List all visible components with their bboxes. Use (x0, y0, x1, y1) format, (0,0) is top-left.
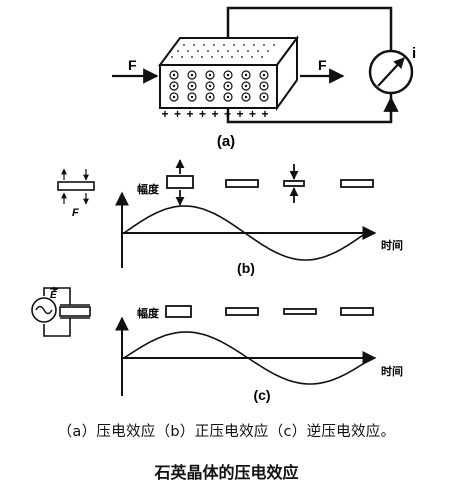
charge-circle-center (190, 84, 194, 88)
charge-dot (221, 56, 223, 58)
crystal-state-c3 (283, 308, 317, 315)
figure-title: 石英晶体的压电效应 (154, 463, 299, 482)
field-label: E (50, 290, 57, 301)
charge-dot (261, 56, 263, 58)
charge-circle-center (262, 73, 266, 77)
charge-dot (267, 50, 269, 52)
force-label-left: F (128, 57, 137, 73)
charge-dot (181, 56, 183, 58)
panel-a-label: (a) (217, 133, 235, 150)
panel-c: E 幅度 时间 (c) (31, 286, 403, 403)
figure-caption: （a）压电效应（b）正压电效应（c）逆压电效应。 (57, 424, 396, 440)
charge-dot (253, 44, 255, 46)
crystal-state-c4 (340, 307, 374, 316)
sine-wave-c (123, 331, 373, 385)
y-axis-label-b: 幅度 (137, 182, 160, 196)
charge-dot (201, 56, 203, 58)
crystal-state-c2 (225, 307, 259, 316)
charge-circle-center (244, 73, 248, 77)
current-label: i (412, 45, 416, 62)
charge-circle-center (262, 84, 266, 88)
charge-circle-center (244, 84, 248, 88)
x-axis-label-b: 时间 (381, 238, 403, 252)
charge-dot (171, 56, 173, 58)
galvanometer-needle-icon (377, 57, 405, 87)
charge-dot (191, 56, 193, 58)
crystal-with-electrodes (59, 306, 91, 317)
plus-charge: + (249, 107, 256, 121)
front-charge-circles (169, 70, 269, 102)
charge-circle-center (190, 73, 194, 77)
plus-charge: + (186, 107, 193, 121)
charge-dot (183, 44, 185, 46)
ac-wave-icon (35, 305, 53, 315)
ac-wire-bottom (43, 318, 71, 337)
charge-dot (237, 50, 239, 52)
charge-circle-center (172, 95, 176, 99)
circuit-wire-top (226, 6, 393, 50)
plus-charge: + (161, 107, 168, 121)
charge-dot (203, 44, 205, 46)
charge-circle-center (226, 95, 230, 99)
charge-dot (211, 56, 213, 58)
charge-dot (223, 44, 225, 46)
charge-circle-center (244, 95, 248, 99)
crystal-state-c1 (165, 305, 192, 318)
charge-dot (193, 44, 195, 46)
crystal-state-1 (166, 175, 194, 189)
charge-dot (243, 44, 245, 46)
plus-charge: + (261, 107, 268, 121)
charge-circle-center (208, 73, 212, 77)
force-label-right: F (318, 57, 327, 73)
x-axis-label-c: 时间 (381, 364, 403, 378)
charge-circle-center (262, 95, 266, 99)
plus-charges: + + + + + + + + + (161, 107, 268, 121)
plus-charge: + (236, 107, 243, 121)
charge-circle-center (208, 95, 212, 99)
plus-charge: + (224, 107, 231, 121)
charge-dot (217, 50, 219, 52)
crystal-state-2 (225, 179, 259, 188)
plus-charge: + (211, 107, 218, 121)
charge-dot (227, 50, 229, 52)
charge-dot (247, 50, 249, 52)
charge-dot (197, 50, 199, 52)
plus-charge: + (174, 107, 181, 121)
small-crystal-plate (57, 181, 95, 191)
charge-dot (257, 50, 259, 52)
charge-circle-center (172, 73, 176, 77)
charge-dot (241, 56, 243, 58)
y-axis-label-c: 幅度 (137, 306, 160, 320)
panel-a: + + + + + + + + + F F i (a) (112, 6, 416, 150)
charge-circle-center (226, 84, 230, 88)
charge-dot (213, 44, 215, 46)
charge-dot (187, 50, 189, 52)
charge-circle-center (190, 95, 194, 99)
top-charge-dots (171, 44, 275, 58)
force-label-small: F (72, 207, 79, 219)
charge-dot (233, 44, 235, 46)
charge-circle-center (208, 84, 212, 88)
charge-dot (177, 50, 179, 52)
crystal-state-3 (283, 180, 305, 187)
crystal-state-4 (340, 179, 374, 188)
charge-dot (273, 44, 275, 46)
charge-dot (231, 56, 233, 58)
charge-dot (251, 56, 253, 58)
charge-dot (207, 50, 209, 52)
panel-b: F 幅度 时间 (b) (57, 159, 403, 276)
sine-wave-b (123, 205, 367, 261)
charge-circle-center (226, 73, 230, 77)
panel-c-label: (c) (253, 387, 270, 403)
charge-circle-center (172, 84, 176, 88)
charge-dot (263, 44, 265, 46)
crystal-front-face (159, 64, 278, 109)
plus-charge: + (199, 107, 206, 121)
panel-b-label: (b) (237, 260, 255, 276)
